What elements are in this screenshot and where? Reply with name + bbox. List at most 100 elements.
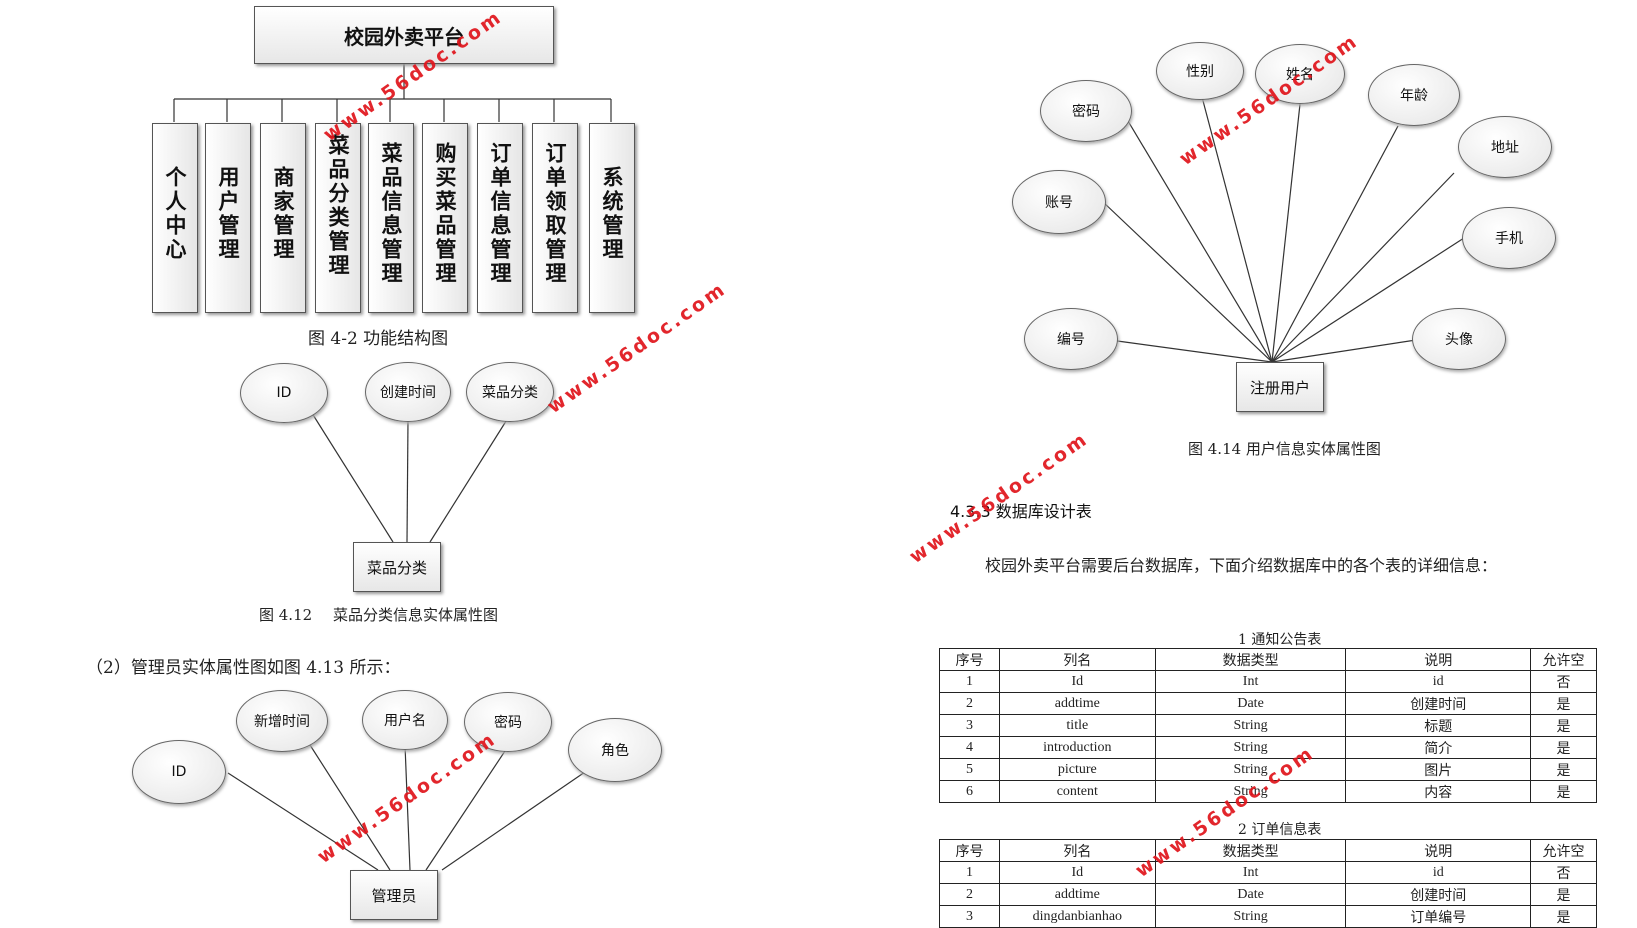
table-cell: Int	[1154, 861, 1347, 884]
entity-registered-user: 注册用户	[1236, 362, 1324, 412]
col-header: 允许空	[1530, 839, 1597, 862]
table-cell: 6	[939, 780, 1000, 803]
table-cell: 是	[1530, 714, 1597, 737]
module-box-user-mgmt: 用户管理	[205, 123, 251, 313]
table-cell: 是	[1530, 883, 1597, 906]
col-header: 列名	[998, 839, 1156, 862]
table-cell: 1	[939, 861, 1000, 884]
table-cell: 4	[939, 736, 1000, 759]
table-cell: picture	[998, 758, 1156, 781]
table-cell: introduction	[998, 736, 1156, 759]
attr-oval-admin-password: 密码	[464, 692, 552, 752]
table-cell: 是	[1530, 780, 1597, 803]
table-cell: 简介	[1345, 736, 1532, 759]
col-header: 说明	[1345, 648, 1532, 671]
table-cell: addtime	[998, 692, 1156, 715]
attr-label: 手机	[1495, 231, 1523, 247]
module-box-merchant-mgmt: 商家管理	[260, 123, 306, 313]
attr-label: 年龄	[1400, 88, 1428, 104]
module-box-personal-center: 个人中心	[152, 123, 198, 313]
attr-label: 性别	[1186, 64, 1214, 80]
attr-label: 头像	[1445, 332, 1473, 348]
module-box-dish-category-mgmt: 菜品分类管理	[315, 123, 361, 313]
module-box-order-info-mgmt: 订单信息管理	[477, 123, 523, 313]
attr-oval-age: 年龄	[1368, 64, 1460, 126]
col-header: 允许空	[1530, 648, 1597, 671]
module-label: 个人中心	[163, 166, 187, 262]
module-box-order-pickup-mgmt: 订单领取管理	[532, 123, 578, 313]
attr-oval-address: 地址	[1458, 116, 1552, 178]
col-header: 序号	[939, 839, 1000, 862]
attr-oval-gender: 性别	[1156, 42, 1244, 100]
attr-oval-admin-id: ID	[132, 740, 226, 804]
col-header: 序号	[939, 648, 1000, 671]
module-label: 商家管理	[271, 166, 295, 262]
table-cell: 3	[939, 714, 1000, 737]
module-label: 购买菜品管理	[433, 142, 457, 286]
module-label: 系统管理	[600, 166, 624, 262]
module-label: 菜品分类管理	[326, 134, 350, 278]
section-heading-4-3-3: 4.3.3 数据库设计表	[950, 502, 1092, 521]
table1-title: 1 通知公告表	[1238, 632, 1322, 648]
figure-caption-4-12-num: 图 4.12	[259, 606, 313, 624]
table-cell: 5	[939, 758, 1000, 781]
entity-label: 注册用户	[1249, 378, 1310, 397]
col-header: 数据类型	[1154, 648, 1347, 671]
table-cell: 订单编号	[1345, 905, 1532, 928]
table-cell: 图片	[1345, 758, 1532, 781]
attr-label: 角色	[601, 743, 629, 759]
entity-dish-category: 菜品分类	[353, 542, 441, 592]
table-cell: String	[1154, 758, 1347, 781]
module-label: 用户管理	[216, 166, 240, 262]
attr-oval-password: 密码	[1040, 80, 1132, 142]
attr-label: 密码	[494, 715, 522, 731]
db-intro-text: 校园外卖平台需要后台数据库，下面介绍数据库中的各个表的详细信息：	[985, 556, 1498, 575]
table-cell: Date	[1154, 692, 1347, 715]
module-box-dish-info-mgmt: 菜品信息管理	[368, 123, 414, 313]
attr-oval-add-time: 新增时间	[236, 690, 328, 752]
table-cell: id	[1345, 861, 1532, 884]
table-cell: dingdanbianhao	[998, 905, 1156, 928]
admin-intro-text: （2）管理员实体属性图如图 4.13 所示：	[86, 658, 401, 678]
table-cell: addtime	[998, 883, 1156, 906]
table-cell: String	[1154, 736, 1347, 759]
table-cell: String	[1154, 714, 1347, 737]
attr-oval-create-time: 创建时间	[365, 362, 451, 422]
table-cell: 是	[1530, 736, 1597, 759]
root-node-label: 校园外卖平台	[344, 24, 464, 49]
table-cell: 是	[1530, 758, 1597, 781]
attr-oval-phone: 手机	[1462, 207, 1556, 269]
attr-oval-account: 账号	[1012, 170, 1106, 234]
table-cell: 是	[1530, 905, 1597, 928]
attr-label: 创建时间	[380, 385, 436, 401]
table-cell: 内容	[1345, 780, 1532, 803]
table-cell: 否	[1530, 670, 1597, 693]
table-cell: Date	[1154, 883, 1347, 906]
table-cell: content	[998, 780, 1156, 803]
table-header-row: 序号 列名 数据类型 说明 允许空	[939, 648, 1597, 671]
attr-label: 编号	[1057, 332, 1085, 348]
attr-label: 用户名	[384, 713, 426, 729]
entity-admin: 管理员	[350, 870, 438, 920]
table-cell: title	[998, 714, 1156, 737]
attr-label: ID	[276, 385, 292, 401]
attr-oval-username: 用户名	[362, 690, 448, 750]
table-cell: 创建时间	[1345, 883, 1532, 906]
table-cell: 1	[939, 670, 1000, 693]
module-label: 订单信息管理	[488, 142, 512, 286]
attr-oval-role: 角色	[568, 718, 662, 782]
attr-label: 地址	[1491, 140, 1519, 156]
attr-oval-number: 编号	[1024, 308, 1118, 370]
attr-oval-dish-category: 菜品分类	[466, 362, 554, 422]
attr-oval-name: 姓名	[1255, 44, 1345, 104]
module-label: 订单领取管理	[543, 142, 567, 286]
attr-oval-id: ID	[240, 363, 328, 423]
figure-caption-4-12-text: 菜品分类信息实体属性图	[333, 606, 499, 624]
